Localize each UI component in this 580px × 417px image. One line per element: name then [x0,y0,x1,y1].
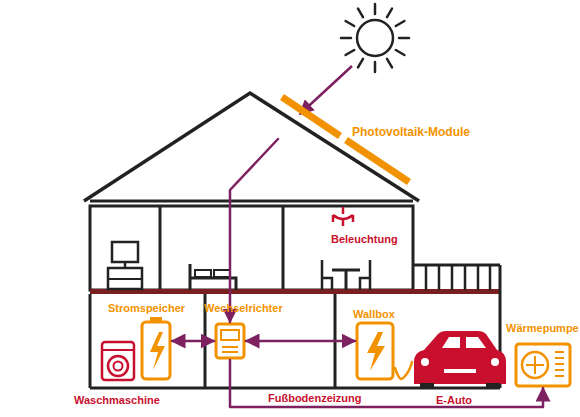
roof-outline [84,93,419,201]
inverter-display [221,330,239,340]
car-wheel [486,383,500,389]
washer-drum [114,362,123,371]
battery-icon [142,322,170,379]
car-box: E-Auto [412,331,506,386]
wallbox-bolt [367,332,385,371]
pv-module-group: Photovoltaik-Module [278,93,412,185]
fan-blades [526,356,544,374]
roof-base [90,200,413,203]
balcony-slats [426,265,490,290]
pv-panel [282,97,340,136]
upper-floor-walls [90,206,413,290]
washer-door [108,356,128,376]
car-headlight [421,358,429,366]
node-label: Wärmepumpe [506,322,579,335]
heatpump-grille [555,352,564,376]
car-wheel [420,383,434,389]
battery-bolt [150,332,165,370]
room-wall [282,206,285,290]
heatpump-fan [522,352,548,378]
chair-icon [360,260,370,290]
inverter-icon [216,324,244,358]
node-label: Beleuchtung [331,233,398,246]
node-label: E-Auto [436,394,472,407]
wallbox-box: Wallbox [355,321,395,381]
bed-pillow [195,270,211,277]
washer-box: Waschmaschine [100,340,136,382]
cabinet-shelf [108,278,142,280]
inverter-vents [222,347,238,352]
pv-panel [346,140,409,182]
wallbox-icon [357,323,393,379]
power-arrow [230,139,278,322]
tv-cabinet [108,268,142,289]
tv-icon [112,242,138,262]
sun-rays [341,4,409,72]
power-arrow [246,340,355,343]
table-leg [345,270,348,290]
washer-icon [102,342,134,380]
washer-panel [102,349,134,351]
car-windows [442,337,486,348]
lamp-icon [333,207,353,226]
node-label: Photovoltaik-Module [352,126,470,139]
ground-line [90,387,500,390]
charging-cable [395,362,412,379]
power-arrow [172,340,214,343]
node-label: Wechselrichter [204,302,283,315]
chair-icon [322,260,332,290]
node-label: Wallbox [353,308,395,321]
sun-disc [357,20,393,56]
room-wall [159,206,162,290]
car-headlight [491,358,499,366]
heatpump-icon [516,344,570,386]
outer-wall [89,294,92,388]
heatpump-box: Wärmepumpe [514,342,572,388]
node-label: Stromspeicher [108,302,185,315]
node-label: Waschmaschine [74,394,160,407]
car-body [414,331,506,384]
car-grille [444,369,476,373]
edge-label: Fußbodenzeizung [268,392,361,405]
bed-pillow [214,270,230,277]
lighting-icon: Beleuchtung [331,206,357,228]
battery-box: Stromspeicher [140,316,172,380]
inverter-box: Wechselrichter [214,322,246,360]
sunlight-arrow [300,66,352,114]
power-arrow [230,360,543,407]
